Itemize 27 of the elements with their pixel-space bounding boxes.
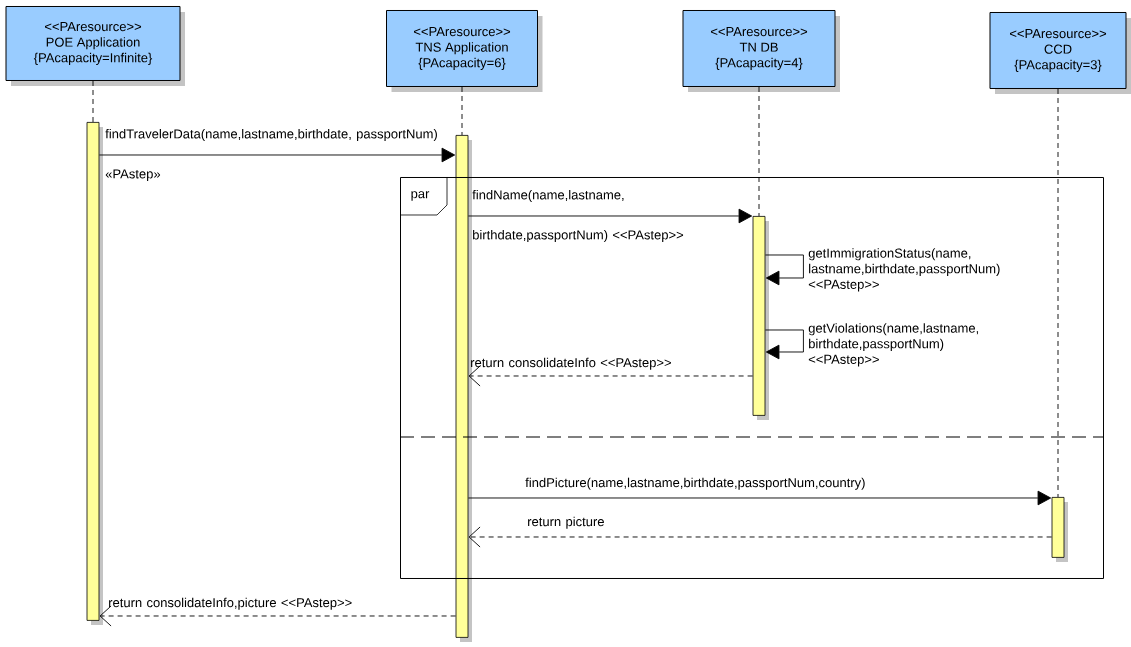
lifeline-header: <<PAresource>> TNS Application {PAcapacity=6} — [386, 10, 543, 92]
lifeline — [1057, 88, 1059, 498]
message-label: return consolidateInfo <<PAstep>> — [471, 357, 671, 370]
activation-bar — [86, 122, 103, 625]
activation-bar — [752, 216, 769, 420]
activation-bar — [1051, 497, 1068, 562]
message-label: return picture — [528, 516, 604, 529]
lifeline — [461, 86, 463, 136]
arrow — [764, 254, 804, 286]
arrow — [98, 147, 456, 163]
arrow — [467, 208, 753, 224]
message-label: return consolidateInfo,picture <<PAstep>> — [109, 597, 352, 610]
lifeline-header: <<PAresource>> POE Application {PAcapacity=Infinite} — [5, 6, 185, 86]
message-label: getViolations(name,lastname, birthdate,passportNum) <<PAstep>> — [808, 323, 979, 367]
lifeline — [92, 80, 94, 123]
message-label: findPicture(name,lastname,birthdate,passportNum,country) — [525, 477, 865, 490]
dashed-arrow — [468, 365, 754, 387]
dashed-arrow — [468, 526, 1053, 548]
arrow — [764, 329, 804, 360]
lifeline — [758, 86, 760, 217]
lifeline-header: <<PAresource>> CCD {PAcapacity=3} — [989, 12, 1131, 94]
arrow — [467, 490, 1052, 506]
dashed-arrow — [99, 605, 457, 627]
message-label: getImmigrationStatus(name, lastname,birthdate,passportNum) <<PAstep>> — [808, 248, 1000, 292]
lifeline-header: <<PAresource>> TN DB {PAcapacity=4} — [682, 10, 840, 92]
message-label: findName(name,lastname, birthdate,passportNum) <<PAstep>> — [472, 189, 684, 243]
activation-bar — [455, 135, 472, 642]
